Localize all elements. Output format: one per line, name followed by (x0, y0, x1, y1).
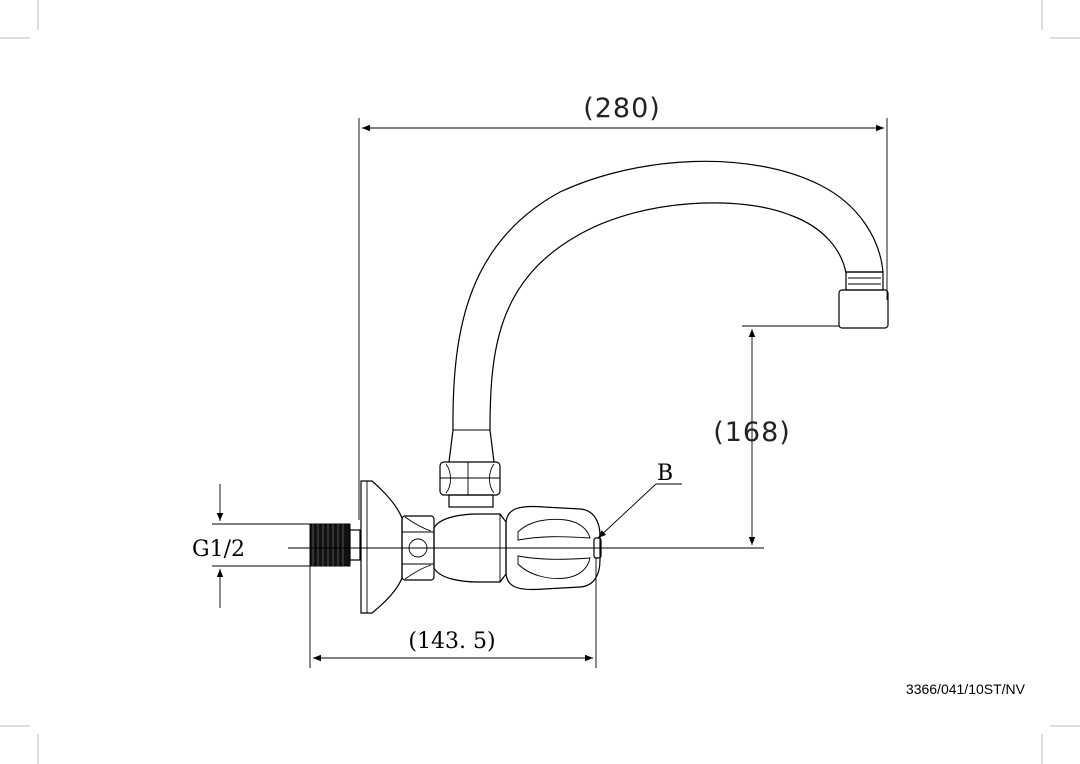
dimension-spout-height: (168) (713, 325, 839, 545)
callout-b: B (597, 461, 682, 539)
dimension-thread: G1/2 (192, 484, 310, 608)
dimension-label-143-5: (143. 5) (408, 629, 495, 654)
spout (448, 160, 889, 463)
dimension-overall-width: (280) (358, 93, 888, 520)
product-code: 3366/041/10ST/NV (906, 681, 1026, 697)
inlet-thread (309, 523, 361, 567)
callout-b-label: B (657, 461, 673, 486)
dimension-label-280: (280) (583, 93, 661, 124)
spout-nut (439, 461, 501, 508)
thread-label: G1/2 (192, 537, 245, 562)
dimension-body-length: (143. 5) (309, 558, 597, 668)
wall-flange (360, 480, 403, 614)
dimension-label-168: (168) (713, 417, 791, 448)
